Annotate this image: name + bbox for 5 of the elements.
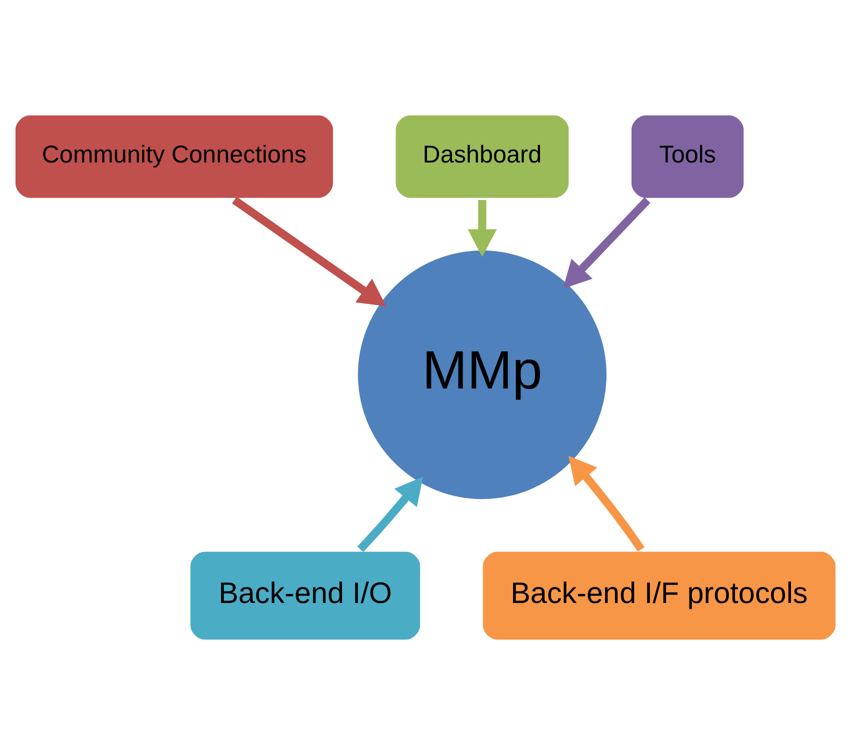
arrow	[468, 200, 497, 256]
arrow	[568, 455, 645, 552]
arrow	[357, 476, 424, 552]
arrow	[232, 196, 386, 306]
arrow	[562, 196, 650, 288]
